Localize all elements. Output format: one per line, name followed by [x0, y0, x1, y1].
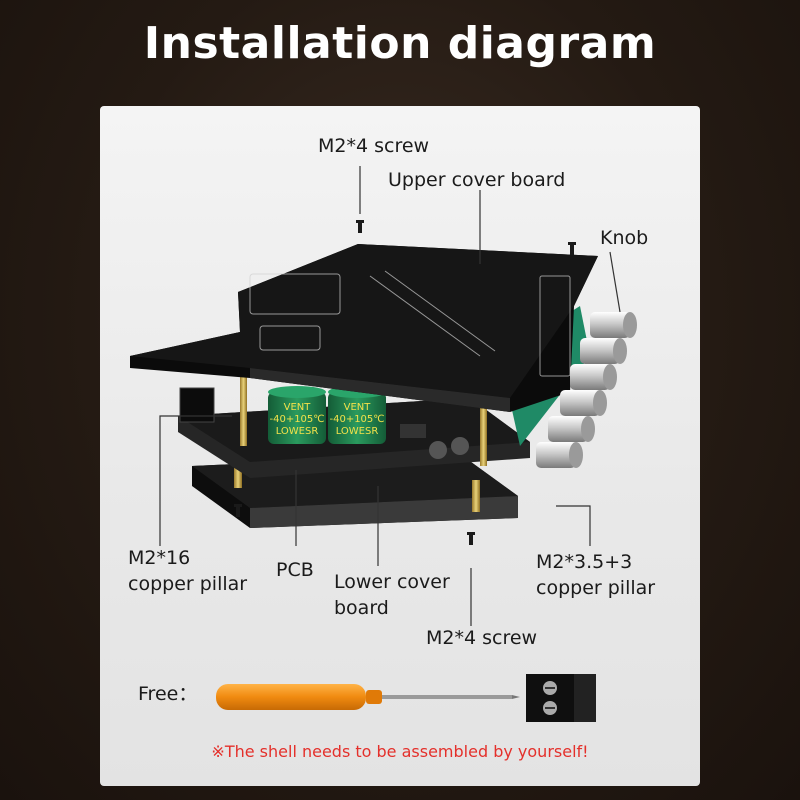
- knob-icon: [560, 390, 607, 416]
- knob-icon: [590, 312, 637, 338]
- cap-label-vent: VENT: [284, 402, 312, 413]
- knob-icon: [536, 442, 583, 468]
- capacitor-left: VENT -40+105℃ LOWESR: [268, 386, 326, 444]
- upper-cover-board: [130, 244, 598, 412]
- cap-label-vent: VENT: [344, 402, 372, 413]
- label-top-screw: M2*4 screw: [318, 135, 430, 157]
- cap-label-esr: LOWESR: [336, 426, 379, 437]
- page-title: Installation diagram: [143, 18, 657, 69]
- label-upper-cover-board: Upper cover board: [388, 169, 566, 191]
- assembly-note: ※The shell needs to be assembled by your…: [211, 742, 589, 761]
- label-bottom-screw: M2*4 screw: [426, 627, 538, 649]
- label-m2-35-line1: M2*3.5+3: [536, 551, 633, 573]
- label-lower-cover-line2: board: [334, 597, 389, 619]
- knob-icon: [570, 364, 617, 390]
- screw-icon: [467, 532, 475, 545]
- screwdriver-icon: [216, 684, 520, 710]
- screw-icon: [234, 504, 242, 517]
- capacitor-right: VENT -40+105℃ LOWESR: [328, 386, 386, 444]
- knobs-row: [536, 312, 637, 468]
- knob-icon: [548, 416, 595, 442]
- leader-lines: [159, 166, 621, 626]
- cap-label-temp: -40+105℃: [269, 414, 324, 425]
- pcb-board: VENT -40+105℃ LOWESR VENT -40+105℃ LOWES…: [178, 306, 590, 478]
- cap-label-esr: LOWESR: [276, 426, 319, 437]
- screws: [234, 220, 576, 545]
- label-m2-16-line1: M2*16: [128, 547, 191, 569]
- screw-icon: [568, 242, 576, 255]
- label-m2-16-line2: copper pillar: [128, 573, 248, 595]
- copper-pillars-tall: [240, 376, 487, 466]
- label-m2-35-line2: copper pillar: [536, 577, 656, 599]
- label-pcb: PCB: [276, 559, 314, 581]
- label-lower-cover-line1: Lower cover: [334, 571, 450, 593]
- knob-icon: [580, 338, 627, 364]
- label-free: Free：: [138, 683, 198, 705]
- assembly-illustration: VENT -40+105℃ LOWESR VENT -40+105℃ LOWES…: [130, 166, 637, 722]
- terminal-block-icon: [526, 674, 596, 722]
- label-knob: Knob: [600, 227, 649, 249]
- cap-label-temp: -40+105℃: [329, 414, 384, 425]
- diagram-panel: VENT -40+105℃ LOWESR VENT -40+105℃ LOWES…: [100, 106, 700, 786]
- screw-icon: [356, 220, 364, 233]
